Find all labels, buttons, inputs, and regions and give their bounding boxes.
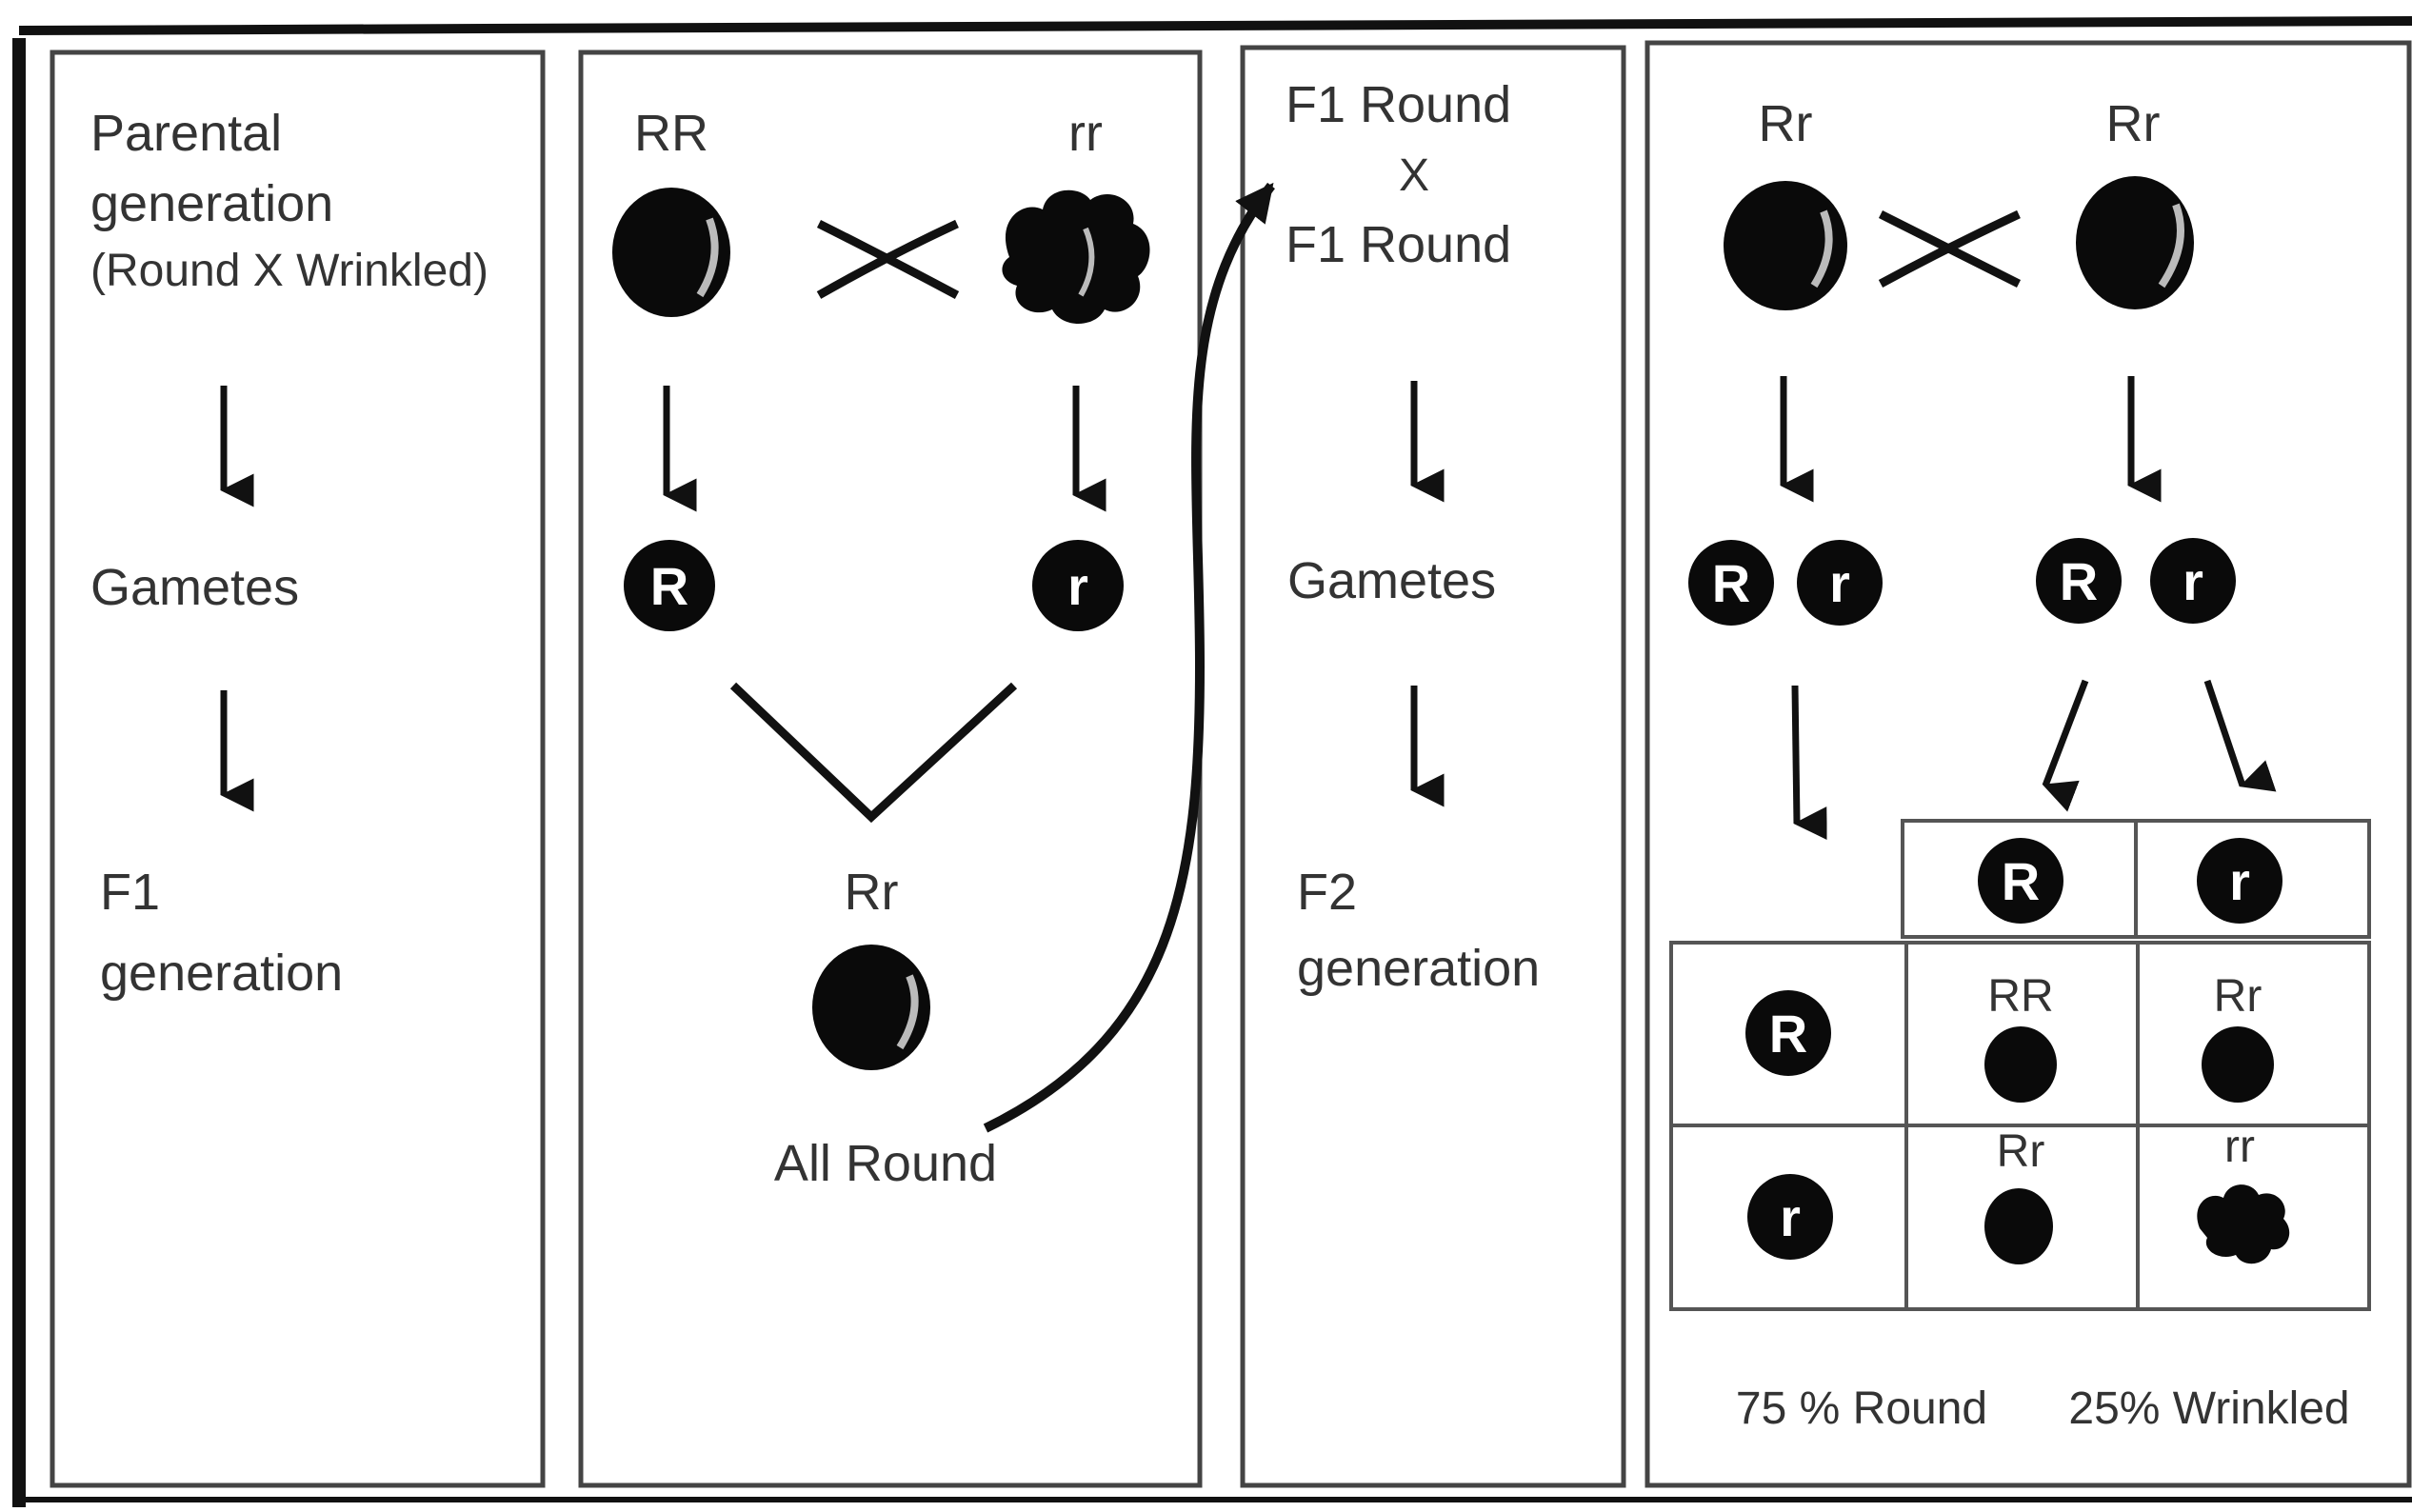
punnett-cell-Rr: Rr	[2214, 971, 2262, 1022]
f1-cross-x: X	[1399, 150, 1429, 201]
punnett-col-header-r: r	[2197, 838, 2282, 924]
svg-text:r: r	[2183, 551, 2203, 611]
round-seed-icon	[2202, 1026, 2274, 1103]
svg-text:R: R	[2002, 851, 2040, 911]
f1-cross-label-line2: F1 Round	[1286, 216, 1511, 273]
round-seed-icon	[2076, 176, 2194, 309]
round-seed-icon	[1984, 1188, 2053, 1264]
arrow-down-icon	[2203, 679, 2277, 792]
gametes-label: Gametes	[90, 559, 299, 616]
f1-generation-label-line1: F1	[100, 864, 160, 921]
punnett-cell-rr: rr	[2224, 1122, 2255, 1172]
fertilization-lines	[729, 682, 1018, 824]
svg-text:r: r	[1829, 553, 1850, 613]
round-seed-icon	[1724, 181, 1847, 310]
round-seed-icon	[812, 945, 930, 1070]
parent2-genotype: rr	[1068, 105, 1103, 162]
punnett-row-header-r: r	[1747, 1174, 1833, 1260]
f1-cross-label-line1: F1 Round	[1286, 76, 1511, 133]
punnett-cell-RR: RR	[1987, 971, 2053, 1022]
punnett-row-header-R: R	[1745, 990, 1831, 1076]
svg-text:R: R	[2060, 551, 2098, 611]
f1-parent1-genotype: Rr	[1759, 95, 1813, 152]
panel-cross-2	[1645, 40, 2412, 1488]
f1-generation-label-line2: generation	[100, 945, 343, 1002]
curved-arrow-icon	[983, 182, 1275, 1133]
svg-text:R: R	[1769, 1004, 1807, 1064]
svg-text:r: r	[1067, 556, 1088, 616]
svg-text:R: R	[650, 556, 688, 616]
punnett-cell-Rr: Rr	[1997, 1126, 2045, 1177]
f1-parent2-genotype: Rr	[2106, 95, 2161, 152]
gametes-label-2: Gametes	[1287, 552, 1496, 609]
ratio-round-label: 75 % Round	[1736, 1383, 1987, 1434]
f2-generation-label-line2: generation	[1297, 940, 1540, 997]
punnett-square	[1669, 819, 2371, 1311]
gamete-r: r	[1032, 540, 1124, 631]
round-seed-icon	[1984, 1026, 2057, 1103]
gamete-R: R	[2036, 538, 2122, 624]
gamete-R: R	[624, 540, 715, 631]
round-seed-icon	[612, 188, 730, 317]
svg-text:r: r	[2229, 851, 2250, 911]
all-round-label: All Round	[774, 1135, 997, 1192]
gamete-r: r	[1797, 540, 1883, 626]
parental-generation-label-line3: (Round X Wrinkled)	[90, 246, 488, 296]
panel-labels-1	[50, 50, 546, 1488]
parental-generation-label-line2: generation	[90, 175, 333, 232]
cross-symbol-icon	[816, 219, 960, 299]
panel-labels-2	[1240, 45, 1626, 1488]
svg-text:r: r	[1780, 1187, 1801, 1247]
punnett-col-header-R: R	[1978, 838, 2063, 924]
wrinkled-seed-icon	[1002, 189, 1150, 324]
top-frame-line	[18, 16, 2412, 35]
arrow-down-icon	[2042, 679, 2089, 812]
ratio-wrinkled-label: 25% Wrinkled	[2068, 1383, 2349, 1434]
f2-generation-label-line1: F2	[1297, 864, 1357, 921]
wrinkled-seed-icon	[2197, 1184, 2290, 1264]
parent1-genotype: RR	[634, 105, 708, 162]
parental-generation-label-line1: Parental	[90, 105, 282, 162]
f1-genotype: Rr	[845, 864, 899, 921]
svg-text:R: R	[1712, 553, 1750, 613]
gamete-R: R	[1688, 540, 1774, 626]
arrow-down-icon	[1791, 685, 1827, 841]
cross-symbol-icon	[1878, 209, 2022, 288]
gamete-r: r	[2150, 538, 2236, 624]
